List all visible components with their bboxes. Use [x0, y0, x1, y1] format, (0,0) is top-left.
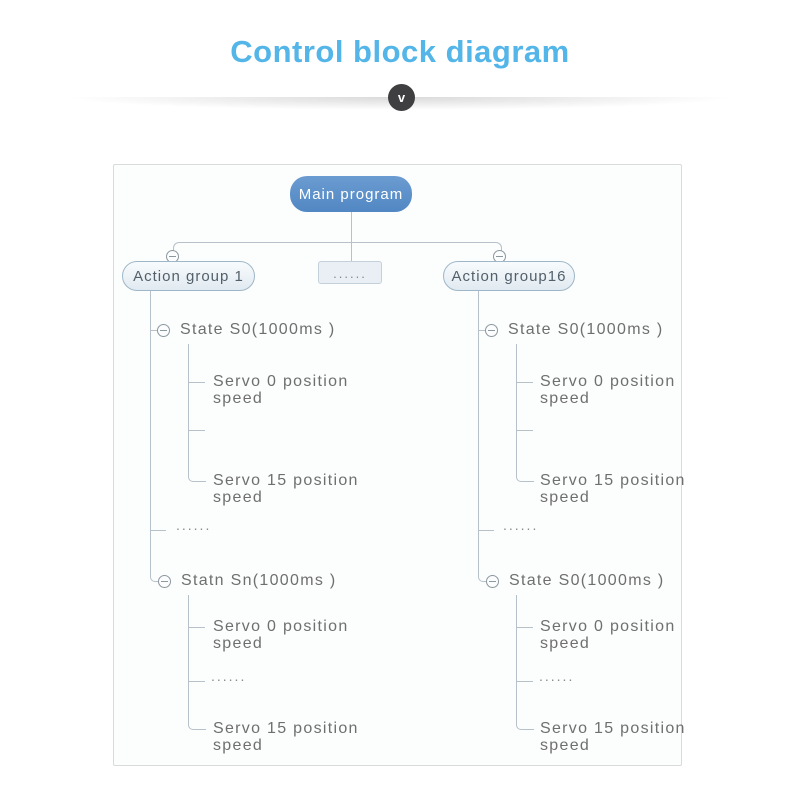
tree-branch-line [478, 289, 487, 582]
servo-line1: Servo 0 position [540, 373, 676, 390]
node-servo-label: Servo 0 position speed [540, 618, 676, 652]
collapse-minus-icon[interactable] [485, 324, 498, 337]
node-servo-label: Servo 0 position speed [213, 618, 349, 652]
tree-branch-line [516, 344, 534, 482]
node-action-group-1: Action group 1 [122, 261, 255, 291]
tree-tick-line [478, 530, 494, 531]
tree-tick-line [516, 382, 533, 383]
node-servo-label: Servo 15 position speed [213, 720, 359, 754]
node-servo-label: Servo 15 position speed [213, 472, 359, 506]
page-title: Control block diagram [230, 34, 570, 69]
tree-branch-line [516, 595, 534, 730]
node-dots-label: ...... [539, 668, 575, 684]
node-state-label: Statn Sn(1000ms ) [181, 572, 337, 589]
servo-line2: speed [540, 737, 591, 754]
node-servo-label: Servo 15 position speed [540, 720, 686, 754]
tree-tick-line [150, 530, 166, 531]
node-state-label: State S0(1000ms ) [509, 572, 665, 589]
servo-line1: Servo 0 position [213, 373, 349, 390]
servo-line1: Servo 15 position [213, 472, 359, 489]
tree-tick-line [150, 330, 158, 331]
servo-line2: speed [540, 489, 591, 506]
node-dots-label: ...... [503, 517, 539, 533]
node-action-group-16: Action group16 [443, 261, 575, 291]
node-state-label: State S0(1000ms ) [180, 321, 336, 338]
node-dots-label: ...... [176, 517, 212, 533]
connector-line [173, 242, 502, 253]
chevron-down-icon[interactable]: v [388, 84, 415, 111]
servo-line1: Servo 0 position [540, 618, 676, 635]
node-servo-label: Servo 15 position speed [540, 472, 686, 506]
node-dots-label: ...... [211, 668, 247, 684]
servo-line2: speed [213, 737, 264, 754]
servo-line1: Servo 0 position [213, 618, 349, 635]
tree-branch-line [150, 289, 159, 582]
connector-line [351, 212, 352, 261]
tree-tick-line [188, 627, 205, 628]
tree-tick-line [188, 681, 205, 682]
servo-line2: speed [540, 390, 591, 407]
node-state-label: State S0(1000ms ) [508, 321, 664, 338]
collapse-minus-icon[interactable] [486, 575, 499, 588]
node-servo-label: Servo 0 position speed [213, 373, 349, 407]
servo-line1: Servo 15 position [540, 472, 686, 489]
tree-tick-line [478, 330, 486, 331]
collapse-minus-icon[interactable] [157, 324, 170, 337]
empty-branch-tick [188, 430, 205, 431]
tree-branch-line [188, 344, 206, 482]
servo-line2: speed [213, 635, 264, 652]
tree-tick-line [516, 627, 533, 628]
node-main-program: Main program [290, 176, 412, 212]
servo-line1: Servo 15 position [213, 720, 359, 737]
servo-line2: speed [213, 489, 264, 506]
tree-tick-line [188, 382, 205, 383]
tree-branch-line [188, 595, 206, 730]
empty-branch-tick [516, 430, 533, 431]
node-servo-label: Servo 0 position speed [540, 373, 676, 407]
tree-tick-line [516, 681, 533, 682]
collapse-minus-icon[interactable] [158, 575, 171, 588]
servo-line2: speed [213, 390, 264, 407]
servo-line1: Servo 15 position [540, 720, 686, 737]
servo-line2: speed [540, 635, 591, 652]
node-ellipsis: ...... [318, 261, 382, 284]
